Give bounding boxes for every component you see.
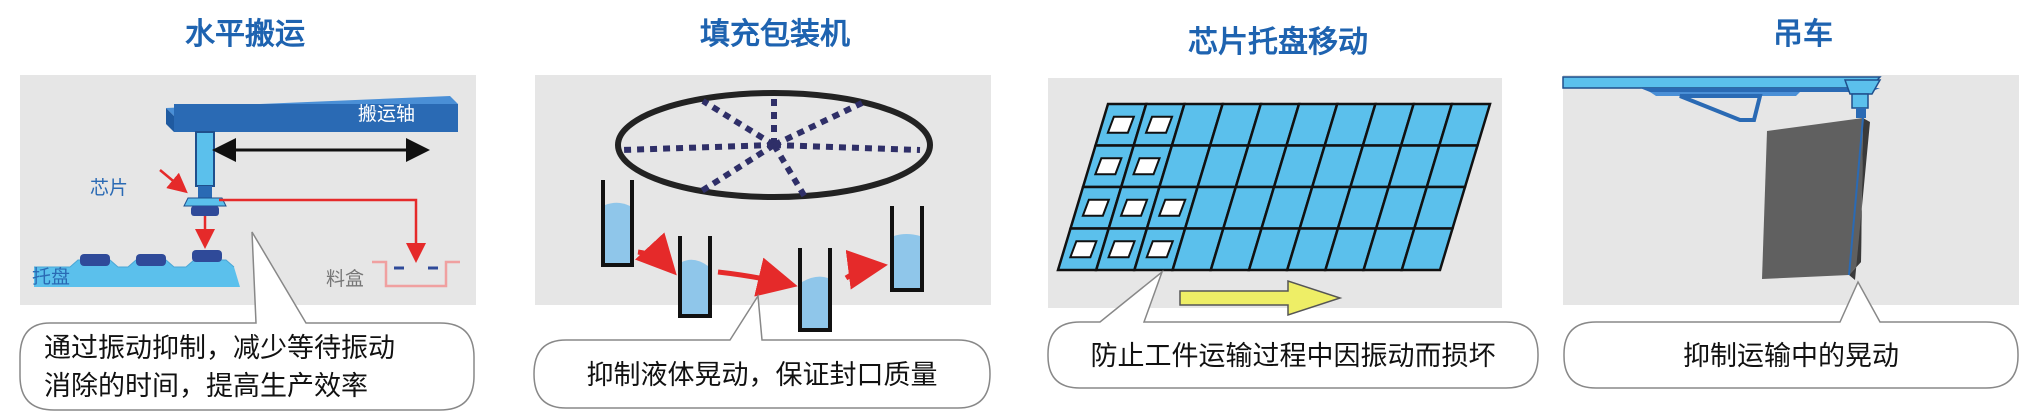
- tray-chip: [1119, 198, 1149, 217]
- chip-label: 芯片: [90, 177, 128, 199]
- tray-chip: [1107, 240, 1136, 259]
- container-3: [798, 248, 832, 332]
- container-4: [890, 206, 924, 292]
- panel-3-caption: 防止工件运输过程中因振动而损坏: [1091, 341, 1496, 372]
- flow-arrow-2: [717, 257, 798, 297]
- panel-1-caption-line-2: 消除的时间，提高生产效率: [44, 371, 368, 402]
- panel-filling-machine: 填充包装机: [533, 17, 991, 409]
- panel-1-caption-line-1: 通过振动抑制，减少等待振动: [44, 333, 395, 364]
- panel-4-title: 吊车: [1773, 17, 1833, 52]
- panel-horizontal-transport: 水平搬运 搬运轴 芯片 托盘: [19, 17, 476, 411]
- suction-head: [198, 186, 212, 198]
- tray-chip: [1068, 240, 1098, 259]
- tray: [34, 250, 240, 287]
- crane-trolley: [1843, 79, 1882, 118]
- crane-rail: [1562, 76, 1882, 122]
- flow-arrow-1: [634, 232, 677, 276]
- to-bin-arrow: [219, 198, 426, 263]
- panel-2-caption: 抑制液体晃动，保证封口质量: [587, 360, 938, 391]
- transport-axis: [166, 96, 458, 132]
- tray-chip: [1132, 157, 1161, 176]
- bin-label: 料盒: [326, 268, 364, 290]
- rotary-spokes: [621, 94, 921, 199]
- panel-crane: 吊车 抑制运输中的晃动: [1562, 17, 2019, 389]
- panel-1-callout: [19, 231, 475, 411]
- chip-tray-grid: [1056, 102, 1492, 272]
- panel-4-callout: [1563, 280, 2019, 389]
- flow-arrow-3: [844, 249, 888, 290]
- panel-2-title: 填充包装机: [700, 17, 850, 52]
- panel-3-callout: [1047, 269, 1539, 389]
- tray-chip: [1106, 115, 1136, 134]
- tray-chip: [1093, 157, 1123, 176]
- axis-label: 搬运轴: [358, 103, 415, 125]
- vertical-shaft: [195, 131, 215, 187]
- tray-label: 托盘: [32, 266, 70, 288]
- panel-1-title: 水平搬运: [185, 17, 305, 52]
- container-1: [601, 180, 634, 267]
- hanging-load: [1762, 117, 1870, 280]
- panel-chip-tray-move: 芯片托盘移动 防止工件运输过程中因振动而损坏: [1047, 25, 1539, 389]
- tray-cell: [1400, 227, 1455, 272]
- panel-4-caption: 抑制运输中的晃动: [1683, 341, 1899, 372]
- tray-chip: [1081, 198, 1111, 217]
- tray-chip: [1144, 115, 1174, 134]
- bin: [372, 260, 460, 288]
- motion-arrow: [1179, 279, 1343, 317]
- rotary-table: [615, 90, 933, 200]
- panel-3-title: 芯片托盘移动: [1188, 25, 1368, 60]
- held-chip: [191, 206, 219, 216]
- chip-pointer-arrow: [159, 169, 188, 194]
- tray-chip: [1157, 198, 1187, 217]
- container-2: [678, 236, 712, 318]
- panel-2-callout: [533, 293, 991, 409]
- tray-chip: [1145, 240, 1175, 259]
